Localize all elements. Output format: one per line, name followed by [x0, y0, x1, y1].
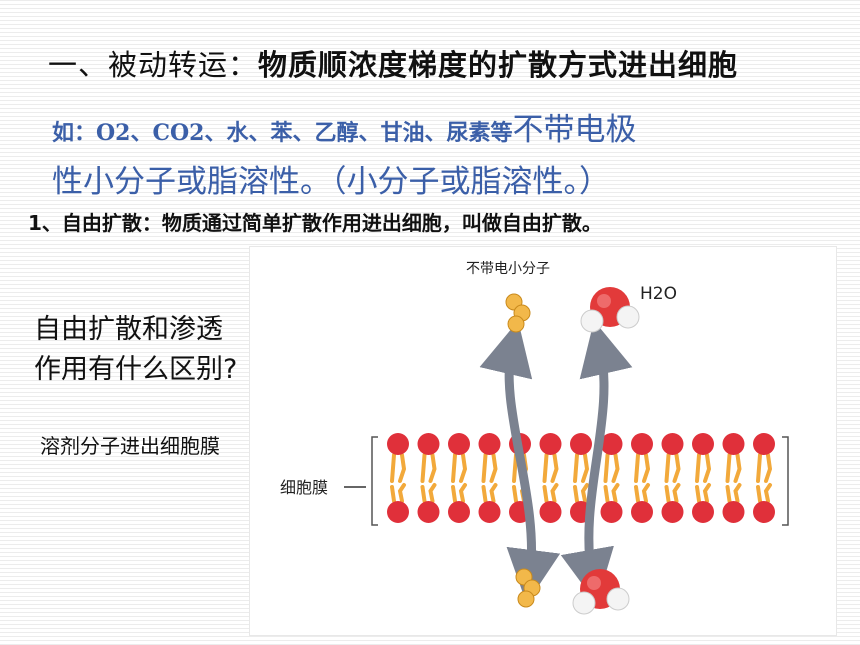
label-h2o: H2O [640, 284, 677, 304]
lipid-bottom [448, 483, 470, 523]
lipid-bottom [631, 483, 653, 523]
examples-emphasis-2: 性小分子或脂溶性。（小分子或脂溶性。） [52, 164, 610, 200]
examples-emphasis-1: 不带电极 [512, 112, 637, 148]
heading-lead: 一、被动转运： [48, 48, 259, 82]
lipid-bilayer [387, 433, 775, 523]
lipid-bottom [722, 483, 745, 523]
membrane-diagram-svg: 不带电小分子 H2O 细胞膜 [280, 261, 789, 615]
lipid-top [722, 433, 745, 483]
question-line-1: 自由扩散和渗透 [34, 314, 223, 345]
lipid-top [539, 433, 562, 483]
small-molecule-top [505, 293, 531, 333]
lipid-bottom [417, 483, 440, 523]
diffusion-arrow-water [560, 320, 633, 604]
lipid-bottom [387, 483, 409, 523]
lipid-top [478, 433, 501, 483]
water-molecule-top [580, 287, 640, 333]
lipid-top [753, 433, 775, 483]
free-diffusion-definition: 1、自由扩散：物质通过简单扩散作用进出细胞，叫做自由扩散。 [28, 211, 602, 235]
left-bracket [371, 436, 378, 526]
lipid-top [570, 433, 592, 483]
examples-list: 如：O2、CO2、水、苯、乙醇、甘油、尿素等 [52, 120, 513, 146]
lipid-bottom [478, 483, 501, 523]
diffusion-arrow-molecule [479, 320, 561, 604]
question-text: 自由扩散和渗透 作用有什么区别? [34, 310, 237, 390]
question-line-2: 作用有什么区别? [34, 354, 238, 385]
lipid-top [387, 433, 409, 483]
lipid-top [631, 433, 653, 483]
heading-rest: 物质顺浓度梯度的扩散方式进出细胞 [258, 48, 739, 82]
label-uncharged-molecule: 不带电小分子 [466, 261, 550, 277]
label-cell-membrane: 细胞膜 [280, 478, 328, 497]
right-bracket [782, 436, 789, 526]
lipid-top [661, 433, 684, 483]
lipid-bottom [600, 483, 623, 523]
lipid-bottom [753, 483, 775, 523]
membrane-diagram: 不带电小分子 H2O 细胞膜 [249, 246, 837, 636]
lipid-top [692, 433, 714, 483]
lipid-bottom [661, 483, 684, 523]
examples-text: 如：O2、CO2、水、苯、乙醇、甘油、尿素等不带电极 性小分子或脂溶性。（小分子… [52, 104, 822, 208]
small-molecule-bottom [515, 568, 541, 608]
lipid-bottom [692, 483, 714, 523]
answer-text: 溶剂分子进出细胞膜 [40, 434, 220, 458]
lipid-top [417, 433, 440, 483]
lipid-bottom [539, 483, 562, 523]
section-heading: 一、被动转运：物质顺浓度梯度的扩散方式进出细胞 [48, 42, 738, 84]
water-molecule-bottom [572, 569, 630, 615]
lipid-top [448, 433, 470, 483]
